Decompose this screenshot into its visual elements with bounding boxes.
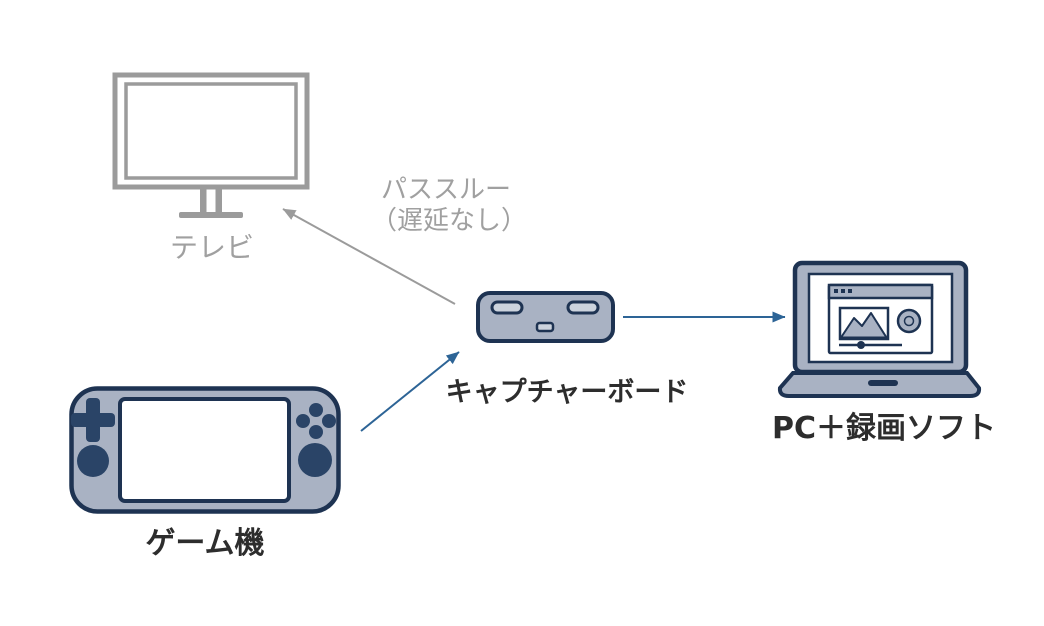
mountains-image-icon [840, 312, 888, 339]
seek-slider-icon [839, 341, 902, 349]
arrow-capture-to-tv [282, 208, 456, 305]
window-dots-icon [834, 289, 852, 293]
pc-label: PC＋録画ソフト [771, 411, 996, 446]
recording-software-window [827, 283, 934, 355]
hdmi-port-icon [566, 300, 600, 315]
passthrough-label-line1: パススルー [381, 175, 512, 205]
usb-port-icon [535, 321, 555, 333]
dpad-icon [71, 398, 115, 442]
tv-icon [112, 72, 310, 218]
passthrough-label: パススルー （遅延なし） [371, 175, 527, 237]
laptop-icon [777, 260, 982, 398]
tv-stand-base [179, 212, 243, 218]
record-knob-icon [896, 308, 922, 334]
node-pc [777, 259, 983, 405]
hdmi-port-icon [490, 300, 524, 315]
left-stick-icon [77, 445, 109, 477]
tv-stand-leg [215, 187, 222, 215]
game-console-label: ゲーム機 [145, 526, 265, 561]
node-tv [112, 72, 312, 226]
right-stick-icon [298, 443, 332, 477]
window-titlebar [827, 283, 934, 300]
tv-stand-leg [200, 187, 207, 215]
console-screen [118, 397, 291, 503]
node-capture-board [475, 289, 617, 350]
abxy-buttons-icon [296, 403, 336, 439]
capture-board-label: キャプチャーボード [445, 377, 689, 408]
capture-board-icon [476, 291, 615, 343]
game-console-icon [69, 386, 341, 514]
tv-label: テレビ [169, 231, 254, 264]
node-game-console [68, 385, 344, 521]
passthrough-label-line2: （遅延なし） [371, 206, 528, 236]
laptop-trackpad-notch [868, 380, 898, 386]
arrow-console-to-capture [360, 351, 460, 432]
